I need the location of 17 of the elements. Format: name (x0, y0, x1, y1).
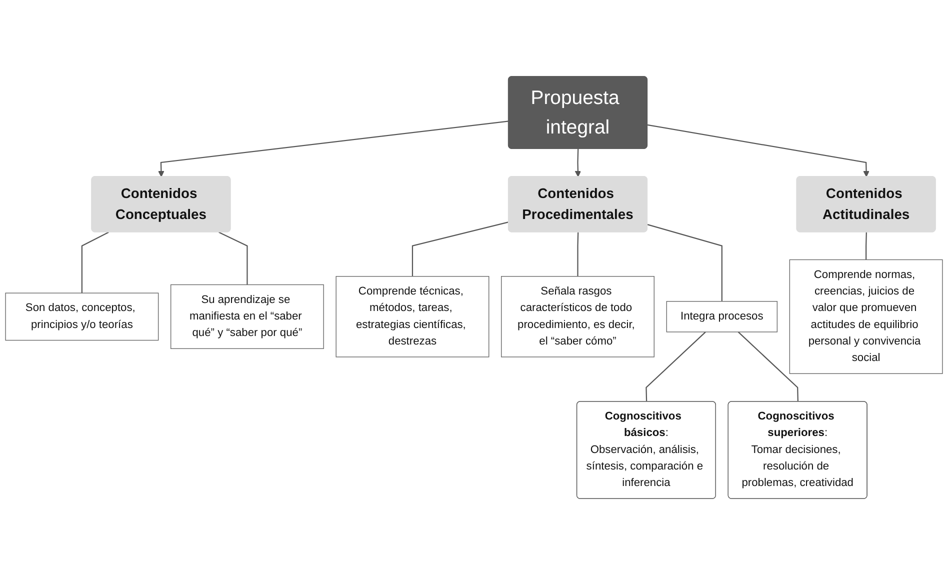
node-box: Son datos, conceptos, principios y/o teorías (5, 292, 159, 341)
node-box: Integra procesos (666, 301, 778, 332)
node-box: Señala rasgos característicos de todo procedimiento, es decir, el “saber cómo” (501, 276, 654, 358)
connector (738, 332, 798, 402)
connector (577, 232, 579, 276)
connector (646, 332, 706, 402)
arrow (647, 124, 870, 178)
arrow (158, 120, 509, 178)
node-box: Su aprendizaje se manifiesta en el “saber qué” y “saber por qué” (170, 284, 324, 349)
connector (412, 221, 509, 276)
node-box: Comprende técnicas, métodos, tareas, estrategias científicas, destrezas (336, 276, 490, 358)
connector (218, 232, 248, 285)
connector (81, 232, 109, 294)
arrow (574, 148, 582, 178)
connector (647, 224, 722, 302)
node-box: Comprende normas, creencias, juicios de valor que promueven actitudes de equilibrio personal y convivencia social (789, 259, 943, 374)
connector (866, 232, 867, 260)
